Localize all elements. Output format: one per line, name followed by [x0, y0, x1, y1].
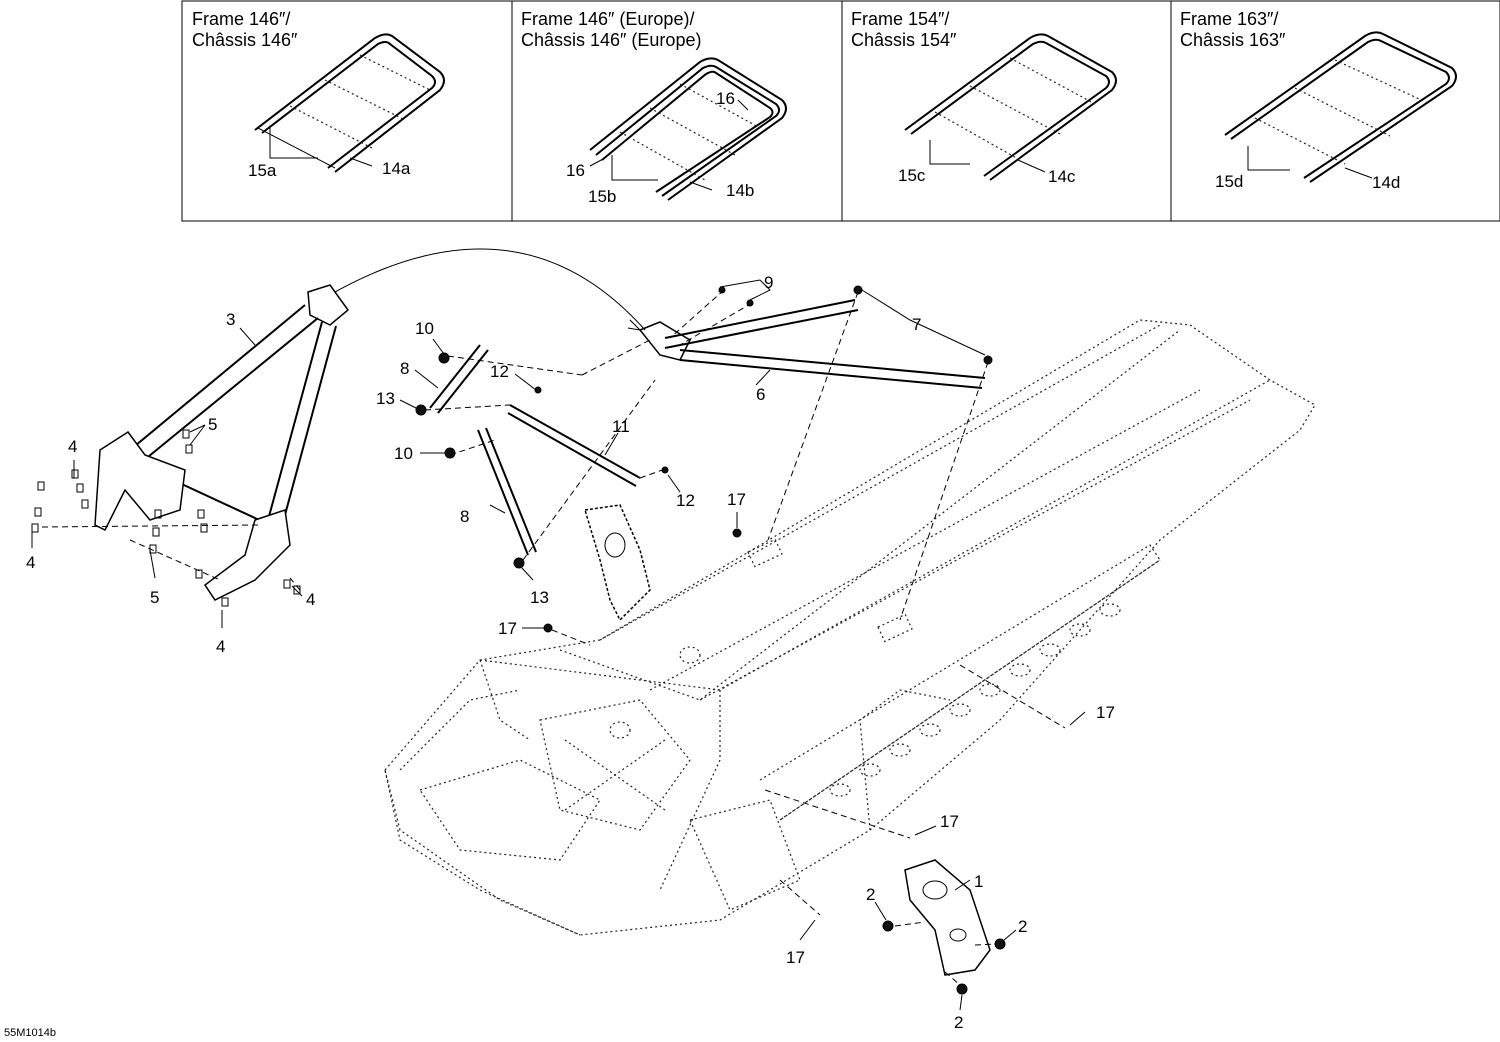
chassis-tunnel — [384, 319, 1316, 936]
leader-15b — [611, 155, 658, 181]
callout-4-c: 4 — [306, 590, 315, 609]
callout-17-b: 17 — [727, 490, 746, 509]
variant-cell-163: Frame 163″/ Châssis 163″ 15d 14d — [1180, 9, 1457, 192]
variant-title-line2: Châssis 163″ — [1180, 30, 1286, 50]
variant-title-line2: Châssis 146″ — [192, 30, 298, 50]
variant-title-line1: Frame 154″/ — [851, 9, 949, 29]
callout-15b: 15b — [588, 187, 616, 206]
rail-frame-14b — [589, 57, 787, 201]
callout-15c: 15c — [898, 166, 926, 185]
callout-5-upper: 5 — [208, 415, 217, 434]
callout-2-c: 2 — [954, 1013, 963, 1032]
leader-14a — [349, 157, 373, 167]
variant-cell-154: Frame 154″/ Châssis 154″ 15c 14c — [851, 9, 1117, 186]
callout-8-lower: 8 — [460, 507, 469, 526]
callout-10-upper: 10 — [415, 319, 434, 338]
callout-17-a: 17 — [498, 619, 517, 638]
leader-14c — [1017, 159, 1046, 173]
callout-leaders — [31, 279, 1086, 1011]
callout-14c: 14c — [1048, 167, 1076, 186]
rail-frame-14d — [1224, 31, 1457, 183]
part-11-rod — [507, 404, 641, 487]
callout-4-a: 4 — [68, 437, 77, 456]
part-3-a-frame — [94, 284, 350, 601]
callout-17-d: 17 — [940, 812, 959, 831]
callout-17-e: 17 — [786, 948, 805, 967]
callout-12-upper: 12 — [490, 362, 509, 381]
bracket-rear — [584, 504, 651, 622]
part-1-bracket — [904, 859, 991, 976]
callout-11: 11 — [612, 417, 630, 436]
callout-16-right: 16 — [716, 89, 735, 108]
callout-3: 3 — [226, 310, 235, 329]
variant-title-line1: Frame 146″ (Europe)/ — [521, 9, 694, 29]
callout-9: 9 — [764, 273, 773, 292]
rail-frame-14c — [904, 33, 1117, 181]
leader-15a — [269, 128, 318, 159]
callout-15d: 15d — [1215, 172, 1243, 191]
callout-4-d: 4 — [216, 637, 225, 656]
callout-5-lower: 5 — [150, 588, 159, 607]
callout-6: 6 — [756, 385, 765, 404]
fasteners — [31, 285, 1006, 995]
callout-7: 7 — [912, 315, 921, 334]
rail-frame-14a — [254, 33, 445, 173]
leader-14b — [689, 181, 713, 191]
leader-15c — [929, 140, 970, 165]
variant-title-line1: Frame 163″/ — [1180, 9, 1278, 29]
callout-15a: 15a — [248, 161, 277, 180]
leader-14d — [1344, 167, 1373, 179]
document-id: 55M1014b — [4, 1027, 56, 1039]
callout-12-lower: 12 — [676, 491, 695, 510]
callout-13-upper: 13 — [376, 389, 395, 408]
variant-title-line2: Châssis 154″ — [851, 30, 957, 50]
callout-13-lower: 13 — [530, 588, 549, 607]
variant-title-line1: Frame 146″/ — [192, 9, 290, 29]
assembly-lines — [41, 248, 1066, 986]
callout-17-c: 17 — [1096, 703, 1115, 722]
variant-cell-146: Frame 146″/ Châssis 146″ 15a 14a — [192, 9, 445, 180]
callout-16-left: 16 — [566, 161, 585, 180]
callout-14d: 14d — [1372, 173, 1400, 192]
callout-10-lower: 10 — [394, 444, 413, 463]
callout-2-b: 2 — [1018, 917, 1027, 936]
leader-16-right — [737, 99, 749, 111]
callout-labels: 3 10 8 13 10 12 11 12 8 13 17 17 9 7 6 5… — [26, 273, 1115, 1032]
variant-cell-146-europe: Frame 146″ (Europe)/ Châssis 146″ (Europ… — [521, 9, 787, 206]
callout-14b: 14b — [726, 181, 754, 200]
callout-2-a: 2 — [866, 885, 875, 904]
callout-14a: 14a — [382, 159, 411, 178]
callout-4-b: 4 — [26, 553, 35, 572]
variant-table — [181, 0, 1500, 222]
part-6-strut — [638, 299, 986, 389]
variant-title-line2: Châssis 146″ (Europe) — [521, 30, 701, 50]
leader-16-left — [589, 157, 606, 167]
part-8-links — [429, 344, 537, 556]
leader-15d — [1247, 146, 1290, 171]
callout-8-upper: 8 — [400, 359, 409, 378]
callout-1: 1 — [974, 872, 983, 891]
